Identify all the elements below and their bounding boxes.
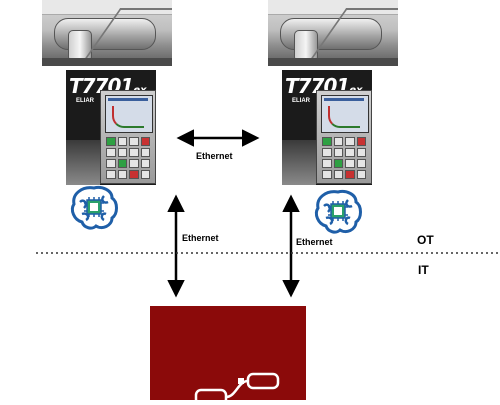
peer-ethernet-label: Ethernet <box>196 151 233 161</box>
controller-right-panel <box>316 90 372 184</box>
controller-left: T7701ex ELIAR <box>66 70 156 185</box>
controller-left-brand: ELIAR <box>76 98 94 104</box>
flow-nodes-icon <box>194 372 280 405</box>
ot-zone-label: OT <box>417 233 434 247</box>
controller-left-panel <box>100 90 156 184</box>
controller-right-screen <box>321 95 369 133</box>
left-uplink-label: Ethernet <box>182 233 219 243</box>
machine-photo-right <box>268 0 398 66</box>
brain-chip-icon-right <box>312 188 364 236</box>
it-zone-label: IT <box>418 263 429 277</box>
controller-right-keypad <box>322 137 366 179</box>
brain-chip-icon-left <box>68 184 120 232</box>
controller-right: T7701ex ELIAR <box>282 70 372 185</box>
controller-left-screen <box>105 95 153 133</box>
controller-right-brand: ELIAR <box>292 98 310 104</box>
machine-photo-left <box>42 0 172 66</box>
it-server-block <box>150 306 306 405</box>
controller-left-keypad <box>106 137 150 179</box>
right-uplink-label: Ethernet <box>296 237 333 247</box>
